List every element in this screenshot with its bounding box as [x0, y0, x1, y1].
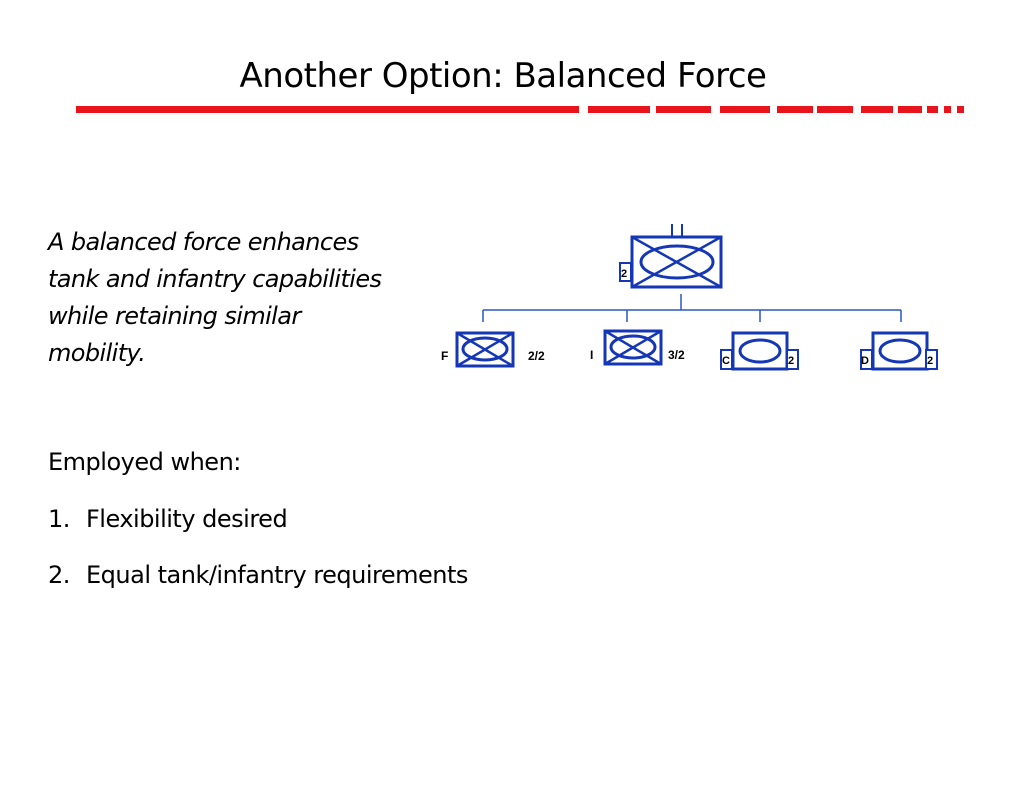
unit-d-right-label: 2	[927, 355, 933, 367]
list-item-text: Flexibility desired	[86, 505, 288, 533]
list-item-number: 1.	[48, 505, 70, 533]
employment-list: 1. Flexibility desired 2. Equal tank/infan…	[48, 505, 468, 617]
unit-c-right-label: 2	[788, 355, 794, 367]
unit-symbol-d	[860, 331, 938, 371]
hq-side-label: 2	[621, 268, 627, 280]
list-item: 2. Equal tank/infantry requirements	[48, 561, 468, 617]
org-connector-lines	[482, 294, 902, 322]
unit-symbol-f	[455, 331, 515, 368]
list-item-number: 2.	[48, 561, 70, 589]
unit-symbol-i	[603, 329, 663, 366]
hq-unit-symbol	[619, 224, 723, 289]
unit-c-left-label: C	[722, 355, 730, 367]
employed-heading: Employed when:	[48, 448, 241, 476]
slide-title: Another Option: Balanced Force	[239, 56, 767, 96]
unit-i-right-label: 3/2	[668, 348, 685, 362]
unit-symbol-c	[720, 331, 799, 371]
unit-i-left-label: I	[590, 348, 593, 362]
unit-d-left-label: D	[861, 355, 869, 367]
list-item: 1. Flexibility desired	[48, 505, 468, 561]
list-item-text: Equal tank/infantry requirements	[86, 561, 468, 589]
title-divider-rule	[76, 106, 964, 113]
unit-f-left-label: F	[441, 349, 448, 363]
unit-f-right-label: 2/2	[528, 349, 545, 363]
intro-paragraph: A balanced force enhances tank and infan…	[48, 228, 382, 367]
task-organization-diagram: 2 F 2/2 I 3/2 C 2 D 2	[441, 224, 938, 371]
